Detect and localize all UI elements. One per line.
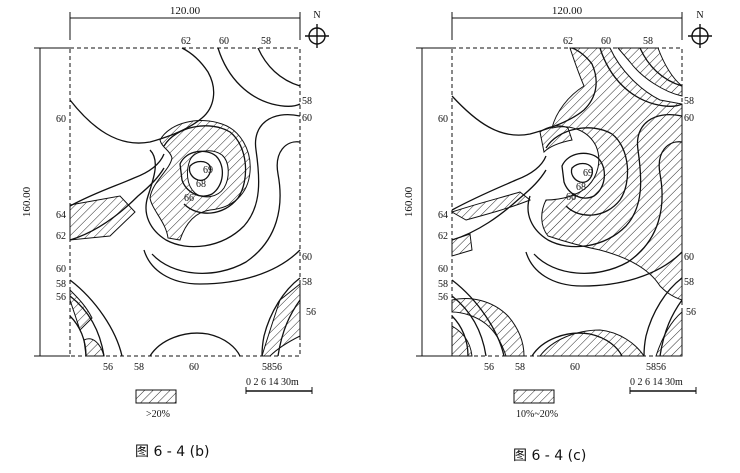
scale-bar-b: 0 2 6 14 30m — [245, 377, 313, 394]
svg-text:68: 68 — [576, 182, 586, 193]
slope-regions-c — [450, 47, 683, 357]
caption-c: 图 6 - 4 (c) — [513, 448, 586, 464]
svg-text:69: 69 — [203, 165, 213, 176]
svg-text:60: 60 — [601, 36, 611, 47]
dimension-height-c: 160.00 — [403, 47, 452, 357]
svg-text:60: 60 — [684, 252, 694, 263]
contour-lines-b — [69, 47, 301, 357]
svg-text:58: 58 — [684, 277, 694, 288]
legend-swatch — [513, 389, 555, 404]
svg-text:5856: 5856 — [262, 362, 282, 373]
contour-lines-c — [451, 47, 683, 357]
contour-labels-b: 62 60 58 58 60 60 64 62 60 58 56 69 68 6… — [56, 36, 316, 373]
svg-text:56: 56 — [438, 292, 448, 303]
svg-text:56: 56 — [103, 362, 113, 373]
slope-regions-b — [69, 120, 301, 357]
contour-labels-c: 62 60 58 58 60 60 64 62 60 58 56 69 68 6… — [438, 36, 696, 373]
svg-text:58: 58 — [438, 279, 448, 290]
svg-text:58: 58 — [134, 362, 144, 373]
svg-text:62: 62 — [438, 231, 448, 242]
legend-swatch — [135, 389, 177, 404]
svg-text:5856: 5856 — [646, 362, 666, 373]
panel-c: 120.00 160.00 N 62 60 58 58 60 60 64 62 … — [403, 5, 712, 464]
svg-text:56: 56 — [56, 292, 66, 303]
panel-b: 120.00 160.00 N 62 60 58 58 60 60 64 62 … — [21, 5, 329, 460]
caption-b: 图 6 - 4 (b) — [135, 444, 209, 460]
svg-text:N: N — [696, 10, 703, 21]
svg-text:64: 64 — [56, 210, 66, 221]
width-label: 120.00 — [552, 5, 583, 17]
svg-text:58: 58 — [515, 362, 525, 373]
legend-c: 10%~20% — [513, 389, 558, 420]
svg-text:60: 60 — [189, 362, 199, 373]
site-boundary-b — [69, 47, 301, 357]
svg-text:60: 60 — [570, 362, 580, 373]
svg-text:58: 58 — [302, 277, 312, 288]
svg-text:58: 58 — [261, 36, 271, 47]
scale-bar-c: 0 2 6 14 30m — [629, 377, 697, 394]
svg-text:60: 60 — [302, 252, 312, 263]
svg-text:60: 60 — [219, 36, 229, 47]
svg-text:66: 66 — [566, 192, 576, 203]
svg-text:10%~20%: 10%~20% — [516, 409, 558, 420]
legend-b: >20% — [135, 389, 177, 420]
height-label: 160.00 — [403, 186, 415, 217]
svg-text:60: 60 — [56, 264, 66, 275]
north-arrow-icon: N — [305, 10, 329, 48]
svg-text:0 2 6 14 30m: 0 2 6 14 30m — [630, 377, 683, 388]
svg-text:58: 58 — [643, 36, 653, 47]
svg-text:0 2 6 14 30m: 0 2 6 14 30m — [246, 377, 299, 388]
svg-text:60: 60 — [438, 264, 448, 275]
svg-text:56: 56 — [306, 307, 316, 318]
dimension-width-b: 120.00 — [69, 5, 301, 40]
svg-text:>20%: >20% — [146, 409, 170, 420]
svg-text:62: 62 — [181, 36, 191, 47]
svg-text:66: 66 — [184, 193, 194, 204]
svg-text:62: 62 — [56, 231, 66, 242]
svg-text:62: 62 — [563, 36, 573, 47]
dimension-width-c: 120.00 — [451, 5, 683, 40]
svg-text:64: 64 — [438, 210, 448, 221]
dimension-height-b: 160.00 — [21, 47, 70, 357]
site-boundary-c — [451, 47, 683, 357]
svg-text:56: 56 — [484, 362, 494, 373]
height-label: 160.00 — [21, 186, 33, 217]
svg-text:56: 56 — [686, 307, 696, 318]
svg-text:69: 69 — [583, 168, 593, 179]
svg-text:60: 60 — [438, 114, 448, 125]
svg-text:58: 58 — [302, 96, 312, 107]
north-arrow-icon: N — [688, 10, 712, 48]
svg-text:60: 60 — [302, 113, 312, 124]
svg-text:60: 60 — [56, 114, 66, 125]
svg-text:N: N — [313, 10, 320, 21]
svg-text:58: 58 — [56, 279, 66, 290]
width-label: 120.00 — [170, 5, 201, 17]
svg-text:68: 68 — [196, 179, 206, 190]
svg-text:58: 58 — [684, 96, 694, 107]
svg-text:60: 60 — [684, 113, 694, 124]
